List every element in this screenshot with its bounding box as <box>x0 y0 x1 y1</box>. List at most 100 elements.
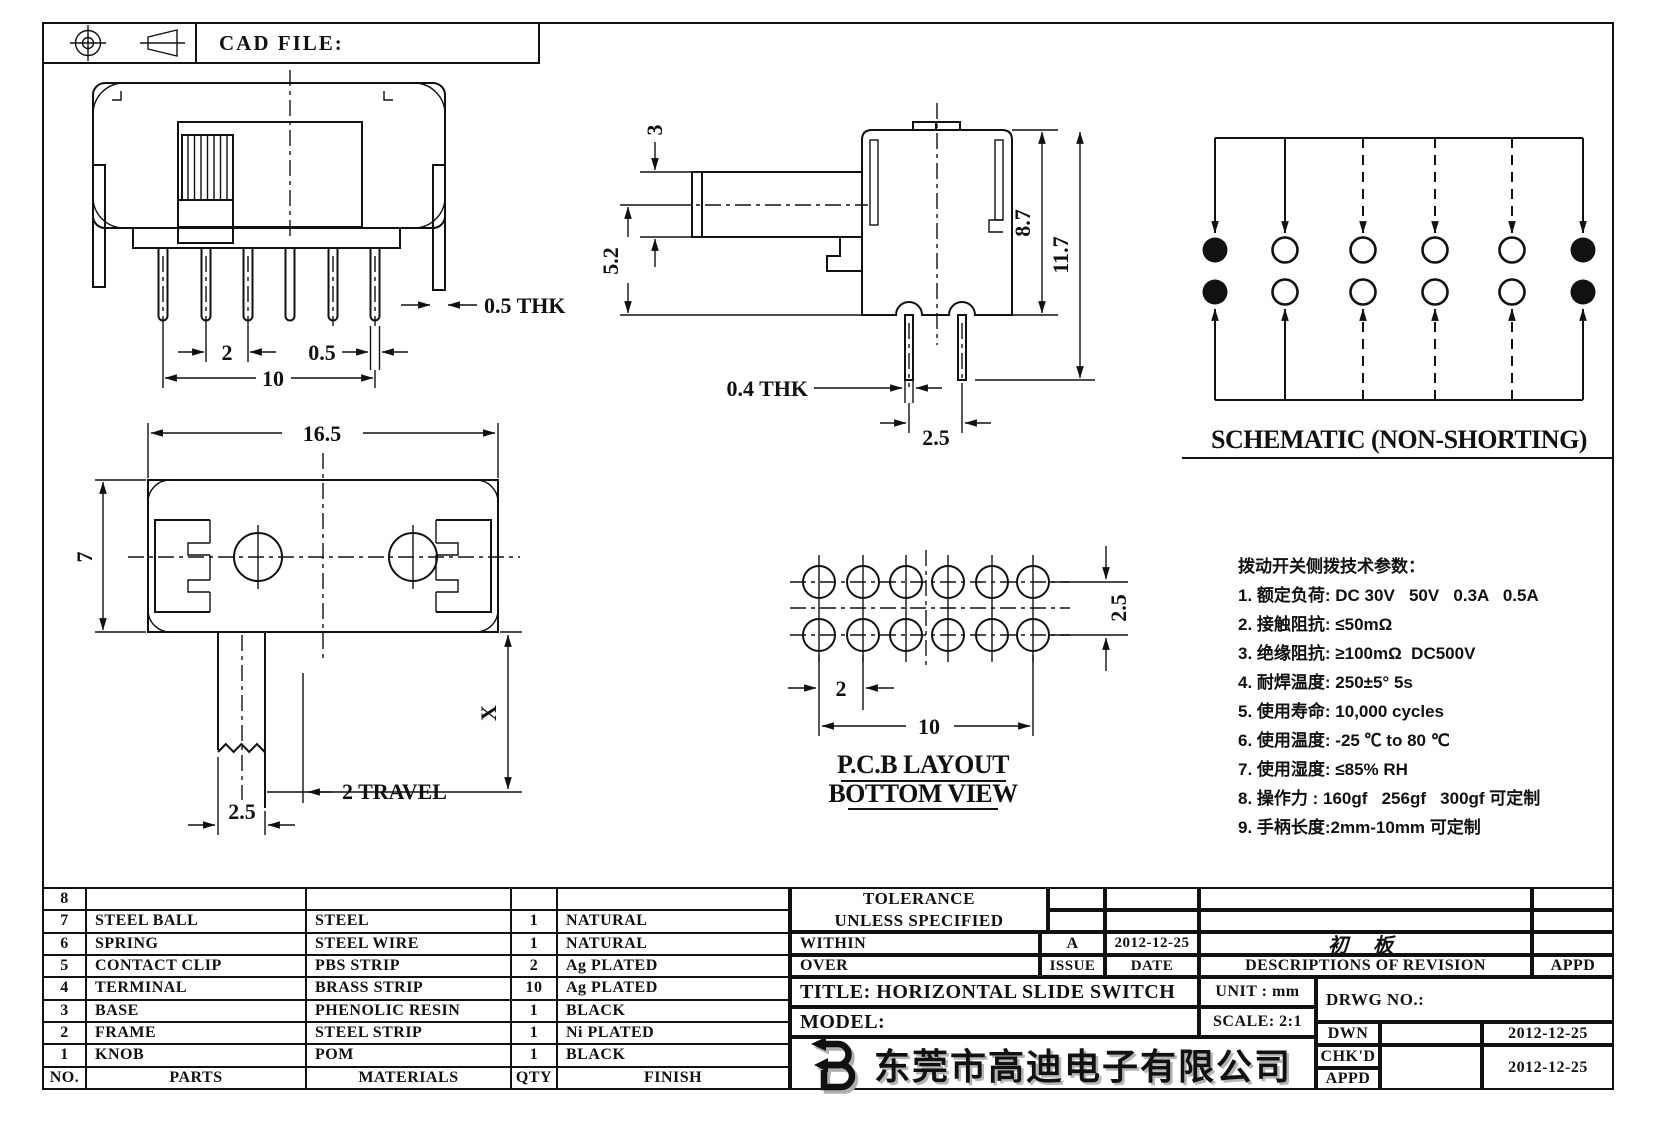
issue-label-cell: ISSUE <box>1040 955 1105 977</box>
side-dim-87: 8.7 <box>1010 129 1058 316</box>
parts-cell-material: POM <box>307 1045 510 1066</box>
top-view-body <box>128 453 520 663</box>
top-view-left-clip <box>154 519 211 613</box>
schematic-arrows-bottom <box>1211 308 1587 400</box>
front-dim-pinwidth: 0.5 <box>308 326 408 370</box>
dwn-date-cell: 2012-12-25 <box>1482 1022 1614 1045</box>
parts-cell-part: KNOB <box>87 1045 305 1066</box>
revision-empty-cell <box>1048 887 1105 910</box>
tech-param-item: 3. 绝缘阻抗: ≥100mΩ DC500V <box>1238 644 1476 663</box>
revision-empty-cell <box>1105 887 1199 910</box>
descriptions-label-cell: DESCRIPTIONS OF REVISION <box>1199 955 1532 977</box>
dim-label-span: 10 <box>262 366 284 391</box>
revision-desc-cell: 初 板 <box>1199 932 1532 957</box>
parts-cell-qty: 1 <box>512 1023 556 1044</box>
pcb-title-line2: BOTTOM VIEW <box>828 779 1018 808</box>
parts-cell-finish: NATURAL <box>558 911 788 932</box>
tech-params: 拨动开关侧拨技术参数： 1. 额定负荷: DC 30V 50V 0.3A 0.5… <box>1238 552 1616 842</box>
parts-cell-no: 6 <box>44 933 85 954</box>
parts-cell-part: STEEL BALL <box>87 911 305 932</box>
pcb-dim-pitch: 2 <box>788 655 894 710</box>
knob-hatching <box>187 135 228 200</box>
parts-cell-no: 7 <box>44 911 85 932</box>
projection-symbols <box>70 25 185 61</box>
company-logo-icon <box>811 1036 859 1094</box>
top-dim-x: X <box>267 631 522 793</box>
dim-label-25: 2.5 <box>922 425 950 450</box>
parts-cell-part: FRAME <box>87 1023 305 1044</box>
top-dim-stem: 2.5 <box>188 757 295 835</box>
appd-label-cell: APPD <box>1532 955 1614 977</box>
drwg-no-cell: DRWG NO.: <box>1316 977 1614 1022</box>
parts-cell-part: BASE <box>87 1000 305 1021</box>
tolerance-line1: TOLERANCE <box>863 889 975 909</box>
dim-label-117: 11.7 <box>1048 236 1073 273</box>
parts-cell-qty: 10 <box>512 978 556 999</box>
revision-empty-cell <box>1048 910 1105 932</box>
tolerance-cell: TOLERANCE UNLESS SPECIFIED <box>790 887 1048 932</box>
chkd-signature-cell <box>1380 1045 1482 1090</box>
parts-cell-qty: 1 <box>512 933 556 954</box>
parts-cell-material: STEEL STRIP <box>307 1023 510 1044</box>
tolerance-over-cell: OVER <box>790 955 1040 977</box>
scale-cell: SCALE: 2:1 <box>1199 1007 1316 1037</box>
dwn-label-cell: DWN <box>1316 1022 1380 1045</box>
company-name: 东莞市高迪电子有限公司 <box>874 1045 1293 1087</box>
dim-label-rowpitch: 2.5 <box>1106 594 1131 622</box>
parts-cell-finish <box>558 889 788 910</box>
cad-file-label: CAD FILE: <box>195 24 542 62</box>
dim-label-travel: 2 TRAVEL <box>342 779 447 804</box>
front-dim-pitch: 2 <box>178 326 276 365</box>
side-dim-knob: 3 <box>640 125 692 267</box>
parts-cell-part <box>87 889 305 910</box>
appd2-label-cell: APPD <box>1316 1068 1380 1090</box>
dim-label-depth: 7 <box>72 552 97 563</box>
dwn-signature-cell <box>1380 1022 1482 1045</box>
top-view-drawing: 16.5 7 X 2 TRAVEL 2.5 <box>72 421 522 835</box>
parts-cell-no: 8 <box>44 889 85 910</box>
tech-param-item: 5. 使用寿命: 10,000 cycles <box>1238 702 1445 721</box>
side-dim-52: 5.2 <box>598 204 862 316</box>
parts-cell-material <box>307 889 510 910</box>
tolerance-line2: UNLESS SPECIFIED <box>834 910 1004 930</box>
top-dim-travel: 2 TRAVEL <box>307 779 447 804</box>
parts-cell-no: 5 <box>44 956 85 977</box>
tech-param-item: 6. 使用温度: -25 ℃ to 80 ℃ <box>1238 731 1450 750</box>
revision-empty-cell <box>1532 887 1614 910</box>
parts-header-parts: PARTS <box>87 1067 305 1088</box>
parts-cell-qty: 2 <box>512 956 556 977</box>
dim-label-52: 5.2 <box>598 247 623 275</box>
parts-cell-qty: 1 <box>512 911 556 932</box>
dim-label-pitch: 2 <box>222 340 233 365</box>
parts-cell-finish: Ag PLATED <box>558 978 788 999</box>
pcb-layout-drawing: 2.5 2 10 P.C.B LAYOUT BOTTOM VIEW <box>788 546 1131 810</box>
top-view-stem <box>217 632 304 808</box>
side-view-drawing: 3 5.2 8.7 11.7 0. <box>598 103 1095 450</box>
parts-header-materials: MATERIALS <box>307 1067 510 1088</box>
issue-date-cell: 2012-12-25 <box>1105 932 1199 955</box>
parts-cell-qty <box>512 889 556 910</box>
side-dim-thk: 0.4 THK <box>726 376 942 403</box>
parts-cell-finish: BLACK <box>558 1045 788 1066</box>
tech-param-item: 8. 操作力 : 160gf 256gf 300gf 可定制 <box>1238 789 1541 808</box>
revision-empty-cell <box>1199 887 1532 910</box>
model-cell: MODEL: <box>790 1007 1199 1037</box>
schematic-contacts <box>1202 236 1596 306</box>
tech-param-item: 9. 手柄长度:2mm-10mm 可定制 <box>1238 818 1481 837</box>
pcb-holes <box>802 555 1050 662</box>
schematic-title: SCHEMATIC (NON-SHORTING) <box>1211 425 1587 454</box>
parts-cell-material: PHENOLIC RESIN <box>307 1000 510 1021</box>
title-cell: TITLE: HORIZONTAL SLIDE SWITCH <box>790 977 1199 1007</box>
projection-cone-icon <box>140 29 185 57</box>
dim-label-knob: 3 <box>642 125 667 136</box>
tech-param-item: 1. 额定负荷: DC 30V 50V 0.3A 0.5A <box>1238 586 1539 605</box>
parts-cell-no: 2 <box>44 1023 85 1044</box>
issue-value-cell: A <box>1040 932 1105 955</box>
date-label-cell: DATE <box>1105 955 1199 977</box>
revision-empty-cell <box>1199 910 1532 932</box>
top-view-right-clip <box>435 519 492 613</box>
parts-header-qty: QTY <box>512 1067 556 1088</box>
tech-param-item: 7. 使用湿度: ≤85% RH <box>1238 760 1408 779</box>
pcb-dim-rowpitch: 2.5 <box>1050 546 1131 671</box>
